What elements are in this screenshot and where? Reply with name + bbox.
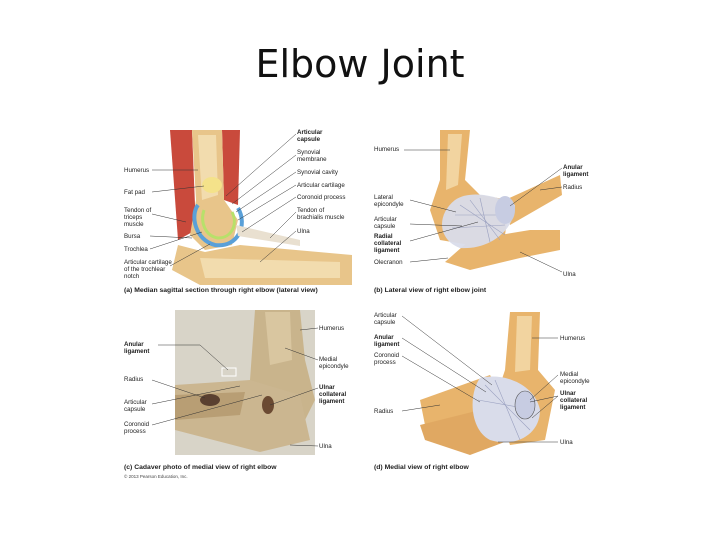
label-b-anular-ligament: Anular ligament [563, 164, 589, 178]
label-a-articular-capsule: Articular capsule [297, 129, 323, 143]
caption-d: (d) Medial view of right elbow [374, 464, 469, 471]
label-a-fat-pad: Fat pad [124, 189, 145, 196]
label-b-lateral-epicondyle: Lateral epicondyle [374, 194, 404, 208]
label-c-radius: Radius [124, 376, 144, 383]
label-a-trochlea: Trochlea [124, 246, 148, 253]
label-b-humerus: Humerus [374, 146, 400, 153]
label-d-ulna: Ulna [560, 439, 573, 446]
label-c-ulna: Ulna [319, 443, 332, 450]
label-a-articular-cartilage: Articular cartilage [297, 182, 345, 189]
caption-c: (c) Cadaver photo of medial view of righ… [124, 464, 277, 471]
slide-title: Elbow Joint [255, 42, 465, 86]
label-b-radius: Radius [563, 184, 583, 191]
label-a-humerus: Humerus [124, 167, 150, 174]
label-d-coronoid-process: Coronoid process [374, 352, 400, 366]
label-b-ulna: Ulna [563, 271, 576, 278]
label-b-olecranon: Olecranon [374, 259, 403, 266]
label-a-synovial-membrane: Synovial membrane [297, 149, 327, 163]
caption-a: (a) Median sagittal section through righ… [124, 287, 318, 294]
label-d-medial-epicondyle: Medial epicondyle [560, 371, 590, 385]
label-a-bursa: Bursa [124, 233, 141, 240]
label-c-anular-ligament: Anular ligament [124, 341, 150, 355]
label-c-articular-capsule: Articular capsule [124, 399, 147, 413]
label-a-articular-cartilage-trochlear: Articular cartilage of the trochlear not… [124, 259, 172, 280]
label-a-tendon-brachialis: Tendon of brachialis muscle [297, 207, 345, 221]
label-d-humerus: Humerus [560, 335, 586, 342]
label-d-anular-ligament: Anular ligament [374, 334, 400, 348]
label-c-medial-epicondyle: Medial epicondyle [319, 356, 349, 370]
label-d-ulnar-collateral: Ulnar collateral ligament [560, 390, 588, 411]
label-a-synovial-cavity: Synovial cavity [297, 169, 338, 176]
caption-b: (b) Lateral view of right elbow joint [374, 287, 487, 294]
label-c-coronoid-process: Coronoid process [124, 421, 150, 435]
label-d-articular-capsule: Articular capsule [374, 312, 397, 326]
copyright-notice: © 2013 Pearson Education, Inc. [124, 474, 188, 479]
label-b-radial-collateral: Radial collateral ligament [374, 233, 402, 254]
label-c-humerus: Humerus [319, 325, 345, 332]
label-a-ulna: Ulna [297, 228, 310, 235]
label-a-coronoid-process: Coronoid process [297, 194, 346, 201]
label-b-articular-capsule: Articular capsule [374, 216, 397, 230]
label-c-ulnar-collateral: Ulnar collateral ligament [319, 384, 347, 405]
label-a-tendon-triceps: Tendon of triceps muscle [124, 207, 152, 228]
label-d-radius: Radius [374, 408, 394, 415]
